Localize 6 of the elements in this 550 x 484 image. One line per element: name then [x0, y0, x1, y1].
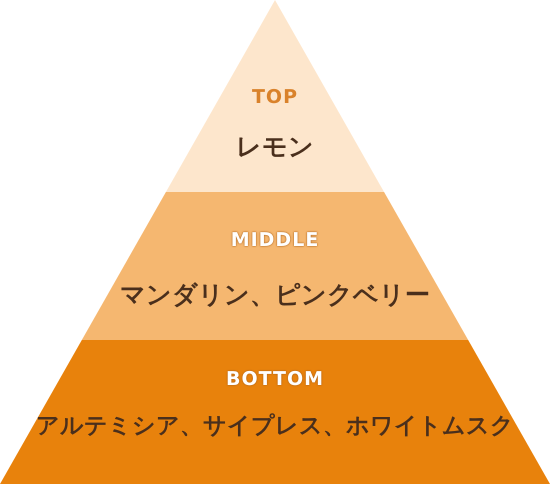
tier-notes: レモン: [236, 131, 314, 163]
tier-notes: マンダリン、ピンクベリー: [120, 279, 430, 311]
tier-notes: アルテミシア、サイプレス、ホワイトムスク: [36, 412, 514, 441]
tier-heading: BOTTOM: [226, 368, 324, 390]
tier-heading: MIDDLE: [230, 229, 320, 251]
tier-heading: TOP: [252, 86, 298, 108]
